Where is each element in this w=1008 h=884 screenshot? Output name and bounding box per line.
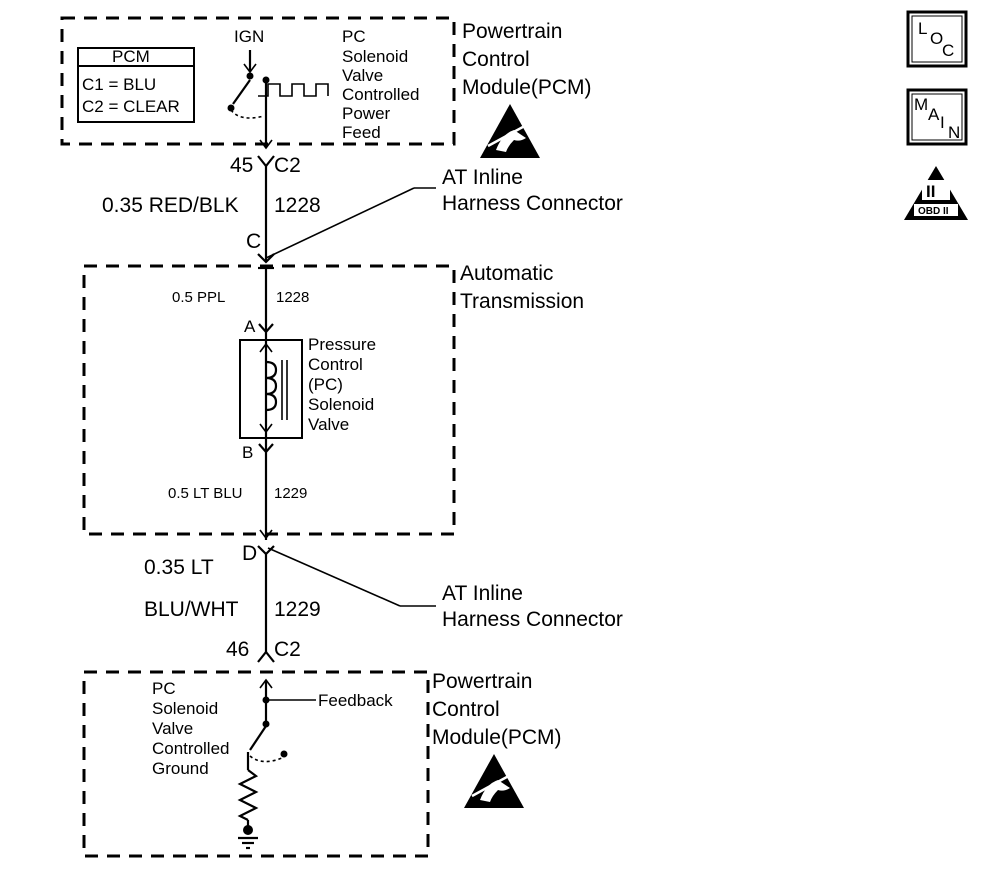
connector-top-name: C2: [274, 154, 301, 177]
bottom-pcm-title-1: Powertrain: [432, 670, 532, 693]
transmission-title-1: Automatic: [460, 262, 553, 285]
svg-text:Solenoid: Solenoid: [342, 47, 408, 66]
esd-warning-icon: [480, 104, 540, 158]
wire-top-circuit: 1228: [274, 194, 321, 217]
bottom-pcm-title-3: Module(PCM): [432, 726, 562, 749]
main-icon[interactable]: M A I N: [906, 88, 968, 146]
top-switch-blade: [232, 79, 251, 105]
svg-text:Solenoid: Solenoid: [308, 395, 374, 414]
svg-text:Controlled: Controlled: [152, 739, 230, 758]
inline-d-pin: D: [242, 542, 257, 565]
svg-text:PC: PC: [152, 679, 176, 698]
svg-text:Solenoid: Solenoid: [152, 699, 218, 718]
esd-warning-icon: [464, 754, 524, 808]
ground-icon: [238, 825, 258, 850]
connector-bottom-pin: 46: [226, 638, 249, 661]
inline-c-label-2: Harness Connector: [442, 192, 623, 215]
obd-ii-icon[interactable]: II OBD II: [904, 166, 968, 220]
connector-bottom-symbol: [257, 650, 275, 663]
connector-top-pin: 45: [230, 154, 253, 177]
inline-d-label-2: Harness Connector: [442, 608, 623, 631]
transmission-title-2: Transmission: [460, 290, 584, 313]
pcm-legend-line2: C2 = CLEAR: [82, 97, 180, 116]
svg-text:PC: PC: [342, 27, 366, 46]
loc-icon[interactable]: L O C: [906, 10, 968, 68]
svg-text:OBD II: OBD II: [918, 206, 949, 217]
svg-text:II: II: [926, 182, 935, 201]
top-pcm-section: PCM C1 = BLU C2 = CLEAR IGN PC Solenoid …: [60, 16, 592, 158]
svg-text:Controlled: Controlled: [342, 85, 420, 104]
svg-text:M: M: [914, 95, 928, 114]
svg-text:Valve: Valve: [308, 415, 349, 434]
svg-text:Valve: Valve: [152, 719, 193, 738]
pcm-legend-line1: C1 = BLU: [82, 75, 156, 94]
top-wire-section: 45 C2 0.35 RED/BLK 1228 C AT Inline Harn…: [102, 154, 623, 270]
wire-bottom-circuit: 1229: [274, 598, 321, 621]
wire-bottom-gauge-color-1: 0.35 LT: [144, 556, 214, 579]
top-pcm-title-3: Module(PCM): [462, 76, 592, 99]
wire-a-circuit: 1228: [276, 289, 309, 306]
svg-text:N: N: [948, 123, 960, 142]
svg-text:(PC): (PC): [308, 375, 343, 394]
transmission-boundary: [82, 264, 456, 536]
top-pcm-boundary: [60, 16, 456, 146]
inline-d-leader: [267, 547, 401, 607]
pc-solenoid-box: [239, 339, 303, 439]
wire-a-gauge-color: 0.5 PPL: [172, 289, 225, 306]
pcm-legend-header: PCM: [112, 47, 150, 66]
connector-top-symbol: [257, 155, 275, 168]
inline-d-label-1: AT Inline: [442, 582, 523, 605]
feedback-label: Feedback: [318, 691, 393, 710]
svg-text:Feed: Feed: [342, 123, 381, 142]
resistor-icon: [237, 769, 259, 821]
bottom-switch-blade: [249, 725, 267, 751]
connector-bottom-name: C2: [274, 638, 301, 661]
pin-a: A: [244, 317, 256, 336]
top-pcm-title-1: Powertrain: [462, 20, 562, 43]
svg-text:C: C: [942, 41, 954, 60]
transmission-section: Automatic Transmission 0.5 PPL 1228 A Pr…: [82, 262, 584, 540]
wire-b-circuit: 1229: [274, 485, 307, 502]
solenoid-coil-icon: [265, 360, 278, 412]
wire-b-gauge-color: 0.5 LT BLU: [168, 485, 243, 502]
bottom-wire-section: D AT Inline Harness Connector 0.35 LT BL…: [144, 542, 623, 663]
svg-text:Control: Control: [308, 355, 363, 374]
wire-bottom-gauge-color-2: BLU/WHT: [144, 598, 239, 621]
svg-text:L: L: [918, 19, 927, 38]
svg-text:Ground: Ground: [152, 759, 209, 778]
svg-text:Pressure: Pressure: [308, 335, 376, 354]
pcm-legend-box: [77, 47, 195, 123]
inline-c-pin: C: [246, 230, 261, 253]
wire-top-gauge-color: 0.35 RED/BLK: [102, 194, 239, 217]
pwm-waveform: [258, 83, 329, 97]
svg-text:Power: Power: [342, 104, 391, 123]
svg-text:O: O: [930, 29, 943, 48]
svg-text:I: I: [940, 113, 945, 132]
pin-b: B: [242, 443, 253, 462]
bottom-pcm-section: Powertrain Control Module(PCM) Feedback …: [82, 670, 562, 858]
inline-c-leader: [265, 187, 415, 259]
top-pcm-title-2: Control: [462, 48, 530, 71]
inline-c-label-1: AT Inline: [442, 166, 523, 189]
svg-text:Valve: Valve: [342, 66, 383, 85]
svg-text:A: A: [928, 105, 940, 124]
ign-label: IGN: [234, 27, 264, 46]
bottom-pcm-title-2: Control: [432, 698, 500, 721]
